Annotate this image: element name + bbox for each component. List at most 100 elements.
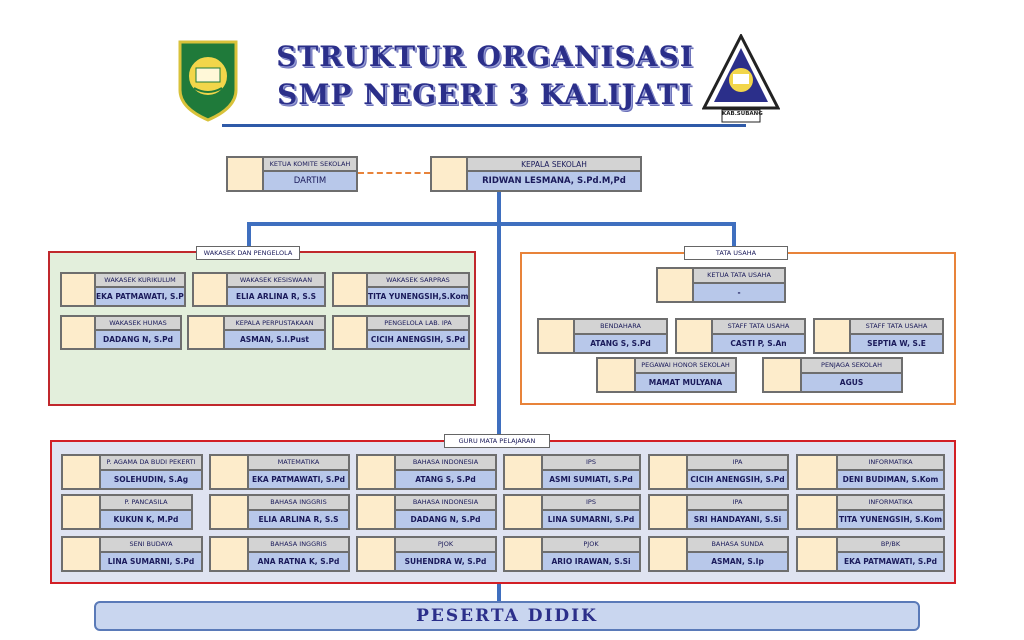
card-name: EKA PATMAWATI, S.Pd: [836, 553, 945, 572]
card-name: SEPTIA W, S.E: [849, 335, 944, 354]
card-role: BP/BK: [836, 536, 945, 553]
card-guru: BAHASA INGGRIS ANA RATNA K, S.Pd: [209, 536, 350, 572]
card-role: PJOK: [541, 536, 641, 553]
photo-placeholder: [356, 536, 396, 572]
photo-placeholder: [430, 156, 468, 192]
card-guru: IPA CICIH ANENGSIH, S.Pd: [648, 454, 789, 490]
photo-placeholder: [60, 272, 96, 307]
card-role: STAFF TATA USAHA: [849, 318, 944, 335]
card-name: MAMAT MULYANA: [634, 374, 737, 393]
title-line-1: STRUKTUR ORGANISASI: [276, 40, 694, 73]
photo-placeholder: [648, 454, 688, 490]
card-guru: INFORMATIKA TITA YUNENGSIH, S.Kom: [796, 494, 945, 530]
card-role: PJOK: [394, 536, 497, 553]
card-guru: INFORMATIKA DENI BUDIMAN, S.Kom: [796, 454, 945, 490]
photo-placeholder: [332, 315, 368, 350]
photo-placeholder: [187, 315, 225, 350]
card-tu: STAFF TATA USAHA SEPTIA W, S.E: [813, 318, 944, 354]
card-name: ELIA ARLINA R, S.S: [247, 511, 350, 530]
photo-placeholder: [61, 494, 101, 530]
card-name: EKA PATMAWATI, S.Pd: [94, 288, 186, 307]
card-guru: P. AGAMA DA BUDI PEKERTI SOLEHUDIN, S.Ag: [61, 454, 203, 490]
card-name: EKA PATMAWATI, S.Pd: [247, 471, 350, 490]
card-role: IPA: [686, 494, 789, 511]
card-role: KEPALA SEKOLAH: [466, 156, 642, 172]
card-role: KETUA KOMITE SEKOLAH: [262, 156, 358, 172]
card-name: DADANG N, S.Pd: [94, 331, 182, 350]
card-role: IPS: [541, 494, 641, 511]
card-tu: BENDAHARA ATANG S, S.Pd: [537, 318, 668, 354]
card-name: SUHENDRA W, S.Pd: [394, 553, 497, 572]
card-guru: BP/BK EKA PATMAWATI, S.Pd: [796, 536, 945, 572]
card-wakasek: WAKASEK KESISWAAN ELIA ARLINA R, S.S: [192, 272, 326, 307]
card-role: WAKASEK SARPRAS: [366, 272, 470, 288]
card-name: DARTIM: [262, 172, 358, 192]
card-tu: PENJAGA SEKOLAH AGUS: [762, 357, 903, 393]
right-logo: KAB.SUBANG: [701, 32, 781, 124]
card-wakasek: KEPALA PERPUSTAKAAN ASMAN, S.I.Pust: [187, 315, 326, 350]
panel-guru-label: GURU MATA PELAJARAN: [444, 434, 550, 448]
card-guru: PJOK SUHENDRA W, S.Pd: [356, 536, 497, 572]
card-wakasek: WAKASEK KURIKULUM EKA PATMAWATI, S.Pd: [60, 272, 186, 307]
card-name: DENI BUDIMAN, S.Kom: [836, 471, 945, 490]
card-role: WAKASEK HUMAS: [94, 315, 182, 331]
card-name: ANA RATNA K, S.Pd: [247, 553, 350, 572]
card-name: AGUS: [800, 374, 903, 393]
photo-placeholder: [656, 267, 694, 303]
card-wakasek: PENGELOLA LAB. IPA CICIH ANENGSIH, S.Pd: [332, 315, 470, 350]
card-role: BAHASA INDONESIA: [394, 494, 497, 511]
card-name: TITA YUNENGSIH,S.Kom: [366, 288, 470, 307]
card-role: STAFF TATA USAHA: [711, 318, 806, 335]
card-role: P. PANCASILA: [99, 494, 193, 511]
card-name: ASMI SUMIATI, S.Pd: [541, 471, 641, 490]
card-role: SENI BUDAYA: [99, 536, 203, 553]
title-divider: [222, 124, 746, 127]
photo-placeholder: [796, 536, 838, 572]
card-role: INFORMATIKA: [836, 454, 945, 471]
card-role: PEGAWAI HONOR SEKOLAH: [634, 357, 737, 374]
card-role: WAKASEK KURIKULUM: [94, 272, 186, 288]
card-guru: IPS LINA SUMARNI, S.Pd: [503, 494, 641, 530]
card-role: IPS: [541, 454, 641, 471]
card-name: ARIO IRAWAN, S.Si: [541, 553, 641, 572]
card-tu: PEGAWAI HONOR SEKOLAH MAMAT MULYANA: [596, 357, 737, 393]
panel-wakasek-label: WAKASEK DAN PENGELOLA: [196, 246, 300, 260]
connector-vertical-main: [497, 192, 501, 602]
card-wakasek: WAKASEK HUMAS DADANG N, S.Pd: [60, 315, 182, 350]
photo-placeholder: [675, 318, 713, 354]
photo-placeholder: [209, 454, 249, 490]
photo-placeholder: [60, 315, 96, 350]
photo-placeholder: [796, 494, 838, 530]
photo-placeholder: [648, 494, 688, 530]
card-role: BAHASA SUNDA: [686, 536, 789, 553]
photo-placeholder: [61, 454, 101, 490]
card-name: SRI HANDAYANI, S.Si: [686, 511, 789, 530]
panel-tata-usaha-label: TATA USAHA: [684, 246, 788, 260]
photo-placeholder: [503, 454, 543, 490]
card-name: TITA YUNENGSIH, S.Kom: [836, 511, 945, 530]
connector-right-drop: [732, 222, 736, 252]
card-role: IPA: [686, 454, 789, 471]
card-name: CICIH ANENGSIH, S.Pd: [686, 471, 789, 490]
card-kepala-sekolah: KEPALA SEKOLAH RIDWAN LESMANA, S.Pd.M,Pd: [430, 156, 642, 192]
card-role: BAHASA INGGRIS: [247, 494, 350, 511]
card-wakasek: WAKASEK SARPRAS TITA YUNENGSIH,S.Kom: [332, 272, 470, 307]
connector-left-drop: [247, 222, 251, 252]
photo-placeholder: [537, 318, 575, 354]
card-name: ASMAN, S.I.Pust: [223, 331, 326, 350]
card-guru: P. PANCASILA KUKUN K, M.Pd: [61, 494, 193, 530]
left-logo: [176, 38, 240, 122]
photo-placeholder: [762, 357, 802, 393]
photo-placeholder: [209, 494, 249, 530]
card-role: BAHASA INGGRIS: [247, 536, 350, 553]
right-logo-caption: KAB.SUBANG: [722, 111, 763, 117]
card-guru: IPA SRI HANDAYANI, S.Si: [648, 494, 789, 530]
card-name: LINA SUMARNI, S.Pd: [99, 553, 203, 572]
card-name: ATANG S, S.Pd: [573, 335, 668, 354]
photo-placeholder: [61, 536, 101, 572]
photo-placeholder: [596, 357, 636, 393]
card-role: WAKASEK KESISWAAN: [226, 272, 326, 288]
card-name: ASMAN, S.Ip: [686, 553, 789, 572]
card-name: ATANG S, S.Pd: [394, 471, 497, 490]
komite-dashed-connector: [358, 172, 430, 174]
